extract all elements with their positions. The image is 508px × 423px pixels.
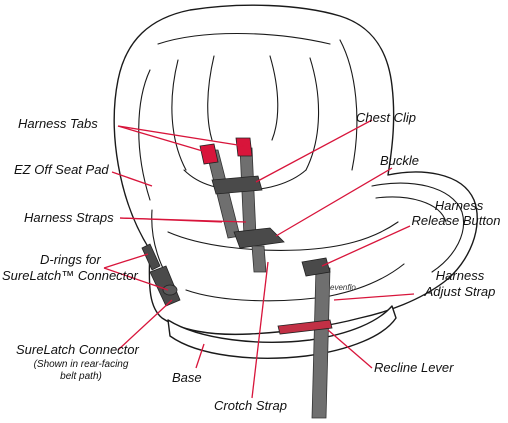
leader-d-rings [103, 253, 149, 269]
label-harness-adjust-line1: Harness [435, 268, 485, 283]
harness-release-button [301, 257, 331, 277]
harness-tab-left [199, 143, 219, 165]
headrest-right-wing [339, 39, 358, 171]
buckle [233, 227, 285, 249]
leader-chest-clip [255, 119, 373, 183]
label-surelatch-note-line2: belt path) [60, 371, 102, 382]
label-surelatch-note-line1: (Shown in rear-facing [33, 359, 129, 370]
label-buckle: Buckle [380, 153, 420, 168]
d-ring [141, 243, 161, 271]
seat-cushion-front [167, 221, 399, 251]
label-harness-release-line2: Release Button [411, 213, 501, 228]
leader-crotch-strap [251, 261, 269, 399]
headrest-slot-left [207, 55, 215, 141]
surelatch-connector [149, 265, 181, 307]
chest-clip [211, 175, 263, 195]
leader-harness-straps-right [119, 217, 247, 223]
label-d-rings-line2: SureLatch™ Connector [2, 268, 138, 283]
headrest-top-seam [157, 32, 331, 45]
armrest-right [371, 182, 464, 273]
leader-d-rings-connector [103, 267, 169, 291]
crotch-strap [251, 245, 267, 273]
harness-tab-right [235, 137, 253, 157]
label-recline-lever: Recline Lever [374, 360, 454, 375]
label-harness-straps: Harness Straps [24, 210, 114, 225]
headrest-slot-right [269, 55, 279, 141]
label-harness-release-line1: Harness [434, 198, 484, 213]
headrest-padding-left [171, 59, 187, 171]
base-shell [167, 305, 397, 359]
leader-harness-release [321, 225, 411, 267]
label-harness-tabs: Harness Tabs [18, 116, 98, 131]
brand-mark: evenflo [330, 283, 356, 292]
recline-lever [277, 319, 333, 335]
leader-harness-adjust [333, 293, 415, 301]
leader-ez-off-seat-pad [111, 171, 153, 187]
label-crotch-strap: Crotch Strap [214, 398, 287, 413]
label-d-rings-line1: D-rings for [40, 252, 101, 267]
leader-base [195, 343, 205, 369]
headrest-padding-right [305, 57, 320, 171]
leader-harness-tabs-left [117, 125, 207, 153]
surelatch-knob [162, 284, 178, 296]
label-harness-adjust-line2: Adjust Strap [424, 284, 496, 299]
leader-harness-tabs-right [117, 125, 245, 147]
armrest-right-inner [375, 196, 447, 223]
leader-recline-lever [327, 329, 373, 369]
label-base: Base [172, 370, 202, 385]
leader-surelatch [117, 299, 173, 351]
seat-shell [113, 4, 478, 336]
label-surelatch: SureLatch Connector [16, 342, 139, 357]
label-ez-off-seat-pad: EZ Off Seat Pad [14, 162, 109, 177]
leader-buckle [275, 167, 393, 237]
label-chest-clip: Chest Clip [356, 110, 416, 125]
